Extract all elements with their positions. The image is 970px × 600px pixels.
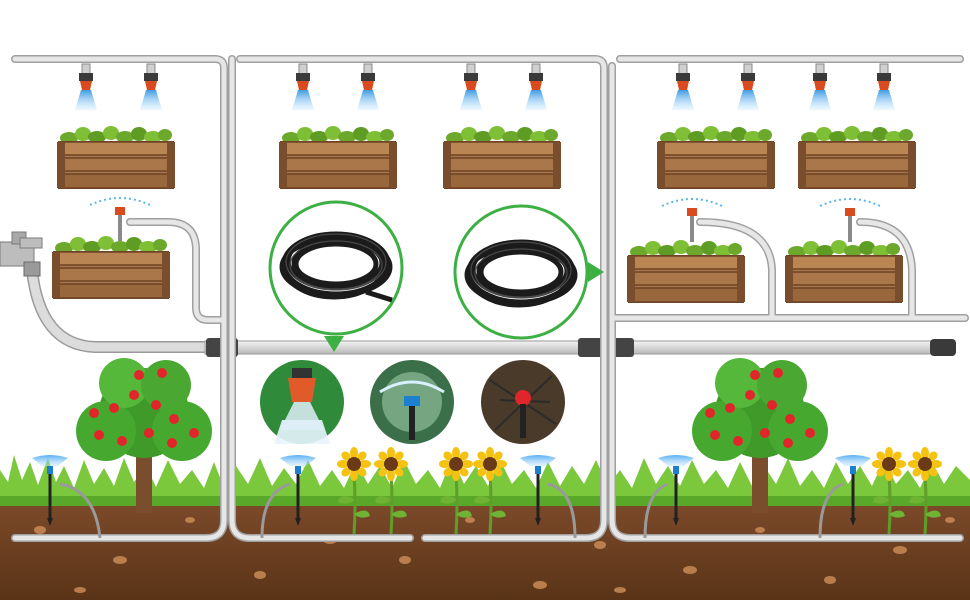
- distribution-tubing: [11, 55, 969, 542]
- mister-nozzle-icon: [74, 63, 896, 111]
- stake-feed-tubes: [59, 482, 844, 539]
- sprinkler-detail: [370, 360, 454, 444]
- mister-detail: [260, 360, 344, 444]
- dripper-icon: [515, 390, 531, 438]
- sprinkler-stake-icon: [379, 380, 445, 440]
- ground: [0, 498, 970, 600]
- dripper-detail: [481, 360, 565, 444]
- mister-nozzle-icon: [89, 197, 881, 242]
- tubing-coil-callout: [453, 204, 604, 340]
- mister-nozzle-icon: [280, 368, 324, 430]
- faucet-icon: [0, 231, 43, 277]
- tubing-coil-icon: [282, 234, 393, 303]
- tubing-coil-callout: [268, 200, 404, 352]
